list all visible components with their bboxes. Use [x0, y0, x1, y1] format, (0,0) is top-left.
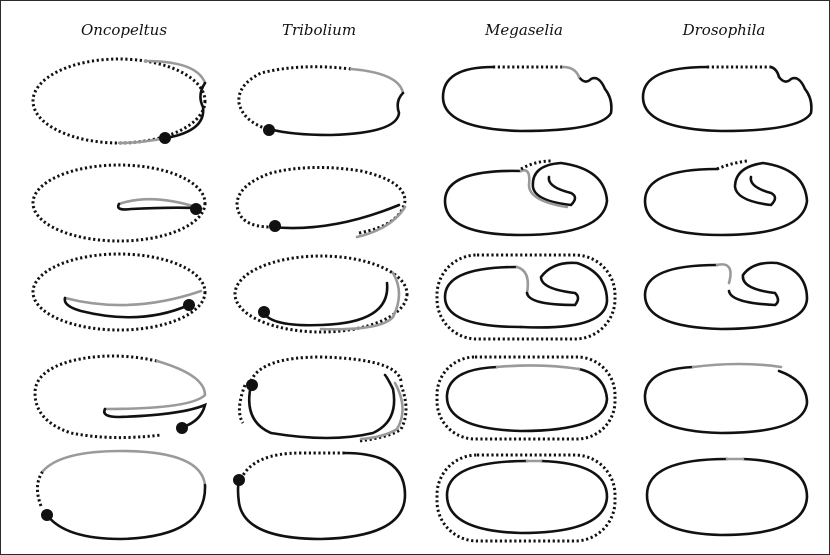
tribolium-stage-5: [233, 453, 405, 539]
oncopeltus-stage-2: [33, 165, 205, 241]
drosophila-stage-2: [645, 161, 807, 235]
drosophila-stage-5: [647, 459, 807, 535]
pole-cell-marker: [269, 220, 281, 232]
megaselia-stage-5: [437, 455, 615, 541]
megaselia-stage-3: [437, 255, 615, 339]
pole-cell-marker: [190, 203, 202, 215]
drosophila-stage-3: [645, 263, 807, 329]
tribolium-stage-3: [235, 256, 407, 332]
oncopeltus-stage-4: [35, 356, 205, 438]
pole-cell-marker: [159, 132, 171, 144]
pole-cell-marker: [183, 299, 195, 311]
megaselia-stage-2: [445, 161, 607, 235]
pole-cell-marker: [233, 474, 245, 486]
tribolium-stage-2: [237, 167, 405, 237]
tribolium-stage-4: [239, 357, 406, 441]
pole-cell-marker: [246, 379, 258, 391]
megaselia-stage-1: [443, 67, 611, 131]
oncopeltus-stage-3: [33, 254, 205, 330]
oncopeltus-stage-1: [33, 59, 205, 144]
tribolium-stage-1: [239, 67, 403, 136]
megaselia-stage-4: [437, 357, 615, 439]
drosophila-stage-1: [643, 67, 811, 131]
pole-cell-marker: [176, 422, 188, 434]
pole-cell-marker: [258, 306, 270, 318]
pole-cell-marker: [263, 124, 275, 136]
oncopeltus-stage-5: [37, 451, 205, 539]
pole-cell-marker: [41, 509, 53, 521]
drosophila-stage-4: [645, 364, 807, 433]
